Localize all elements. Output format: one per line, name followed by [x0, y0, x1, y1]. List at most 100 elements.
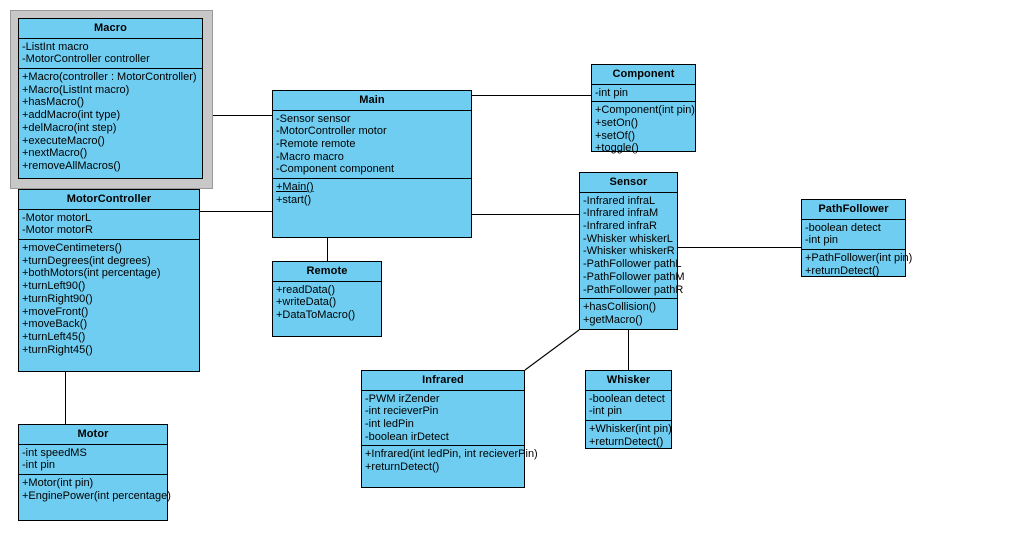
class-methods-main: +Main() +start(): [273, 179, 471, 208]
method: +toggle(): [595, 142, 639, 155]
class-attributes-sensor: -Infrared infraL -Infrared infraM -Infra…: [580, 193, 685, 300]
uml-class-infrared[interactable]: Infrared -PWM irZender -int recieverPin …: [361, 370, 538, 488]
attribute: -Motor motorR: [22, 224, 93, 237]
method: +turnRight90(): [22, 292, 93, 305]
method: +EnginePower(int percentage): [22, 489, 171, 502]
uml-class-whisker[interactable]: Whisker -boolean detect -int pin +Whiske…: [585, 370, 672, 449]
class-methods-macro: +Macro(controller : MotorController) +Ma…: [19, 69, 202, 175]
attribute: -MotorController controller: [22, 53, 150, 66]
uml-class-main[interactable]: Main -Sensor sensor -MotorController mot…: [272, 90, 472, 238]
class-methods-whisker: +Whisker(int pin) +returnDetect(): [586, 421, 672, 450]
method: +turnDegrees(int degrees): [22, 254, 151, 267]
method: +turnRight45(): [22, 343, 93, 356]
class-attributes-main: -Sensor sensor -MotorController motor -R…: [273, 111, 471, 180]
method: +setOf(): [595, 129, 636, 142]
class-title-main: Main: [273, 91, 471, 111]
edge-main-component-horizontal: [472, 95, 591, 96]
attribute: -int recieverPin: [365, 405, 439, 418]
method: +moveFront(): [22, 305, 89, 318]
method: +returnDetect(): [365, 461, 440, 474]
method-static: +Main(): [276, 181, 314, 194]
method: +getMacro(): [583, 313, 643, 326]
attribute: -Infrared infraL: [583, 194, 656, 207]
attribute: -Whisker whiskerR: [583, 245, 675, 258]
class-attributes-motorcontroller: -Motor motorL -Motor motorR: [19, 210, 199, 240]
method: +moveBack(): [22, 318, 88, 331]
attribute: -Whisker whiskerL: [583, 232, 673, 245]
class-attributes-infrared: -PWM irZender -int recieverPin -int ledP…: [362, 391, 524, 447]
uml-class-sensor[interactable]: Sensor -Infrared infraL -Infrared infraM…: [579, 172, 685, 330]
method: +readData(): [276, 283, 336, 296]
method: +start(): [276, 193, 312, 206]
class-title-infrared: Infrared: [362, 371, 524, 391]
method: +returnDetect(): [805, 264, 880, 277]
attribute: -Remote remote: [276, 138, 356, 150]
method: +Macro(ListInt macro): [22, 83, 130, 96]
class-attributes-macro: -ListInt macro -MotorController controll…: [19, 39, 202, 69]
attribute: -int pin: [595, 86, 629, 99]
method: +executeMacro(): [22, 134, 105, 147]
method: +hasMacro(): [22, 96, 85, 109]
class-methods-component: +Component(int pin) +setOn() +setOf() +t…: [592, 102, 695, 157]
attribute: -PathFollower pathR: [583, 283, 684, 296]
class-title-sensor: Sensor: [580, 173, 677, 193]
method: +hasCollision(): [583, 301, 657, 314]
class-title-motorcontroller: MotorController: [19, 190, 199, 210]
class-methods-remote: +readData() +writeData() +DataToMacro(): [273, 282, 381, 324]
method: +PathFollower(int pin): [805, 252, 913, 264]
method: +turnLeft90(): [22, 280, 86, 293]
method: +Infrared(int ledPin, int recieverPin): [365, 448, 538, 461]
method: +returnDetect(): [589, 435, 664, 448]
method: +DataToMacro(): [276, 309, 356, 321]
class-title-component: Component: [592, 65, 695, 85]
method: +turnLeft45(): [22, 330, 86, 343]
uml-class-remote[interactable]: Remote +readData() +writeData() +DataToM…: [272, 261, 382, 337]
uml-class-component[interactable]: Component -int pin +Component(int pin) +…: [591, 64, 696, 154]
class-methods-motor: +Motor(int pin) +EnginePower(int percent…: [19, 475, 171, 504]
attribute: -ListInt macro: [22, 40, 89, 53]
class-attributes-whisker: -boolean detect -int pin: [586, 391, 671, 421]
edge-macro-main: [203, 115, 272, 116]
class-methods-infrared: +Infrared(int ledPin, int recieverPin) +…: [362, 446, 538, 475]
attribute: -boolean detect: [805, 221, 881, 234]
uml-class-motor[interactable]: Motor -int speedMS -int pin +Motor(int p…: [18, 424, 171, 521]
attribute: -int ledPin: [365, 418, 414, 430]
method: +Motor(int pin): [22, 477, 94, 489]
attribute: -PWM irZender: [365, 392, 440, 405]
class-title-motor: Motor: [19, 425, 167, 445]
attribute: -int pin: [805, 234, 839, 247]
attribute: -Motor motorL: [22, 211, 92, 224]
attribute: -PathFollower pathL: [583, 258, 682, 271]
attribute: -Infrared infraR: [583, 220, 657, 232]
attribute: -Component component: [276, 163, 395, 176]
edge-motorcontroller-motor: [65, 372, 66, 424]
class-title-whisker: Whisker: [586, 371, 671, 391]
class-attributes-pathfollower: -boolean detect -int pin: [802, 220, 905, 250]
edge-main-sensor: [472, 214, 579, 215]
method: +removeAllMacros(): [22, 159, 121, 172]
class-methods-sensor: +hasCollision() +getMacro(): [580, 299, 677, 328]
class-title-macro: Macro: [19, 19, 202, 39]
attribute: -Infrared infraM: [583, 207, 659, 220]
uml-class-pathfollower[interactable]: PathFollower -boolean detect -int pin +P…: [801, 199, 913, 277]
uml-class-motorcontroller[interactable]: MotorController -Motor motorL -Motor mot…: [18, 189, 200, 372]
attribute: -PathFollower pathM: [583, 270, 685, 283]
class-title-pathfollower: PathFollower: [802, 200, 905, 220]
attribute: -boolean irDetect: [365, 430, 449, 443]
edge-main-remote: [327, 238, 328, 261]
class-methods-motorcontroller: +moveCentimeters() +turnDegrees(int degr…: [19, 240, 199, 358]
method: +bothMotors(int percentage): [22, 267, 161, 280]
class-title-remote: Remote: [273, 262, 381, 282]
attribute: -int pin: [589, 405, 623, 418]
method: +addMacro(int type): [22, 109, 121, 122]
edge-sensor-whisker: [628, 330, 629, 370]
attribute: -int speedMS: [22, 446, 87, 459]
method: +delMacro(int step): [22, 121, 117, 134]
uml-class-macro[interactable]: Macro -ListInt macro -MotorController co…: [18, 18, 203, 179]
class-attributes-component: -int pin: [592, 85, 695, 103]
attribute: -boolean detect: [589, 392, 665, 405]
edge-motorcontroller-main: [200, 211, 272, 212]
method: +moveCentimeters(): [22, 242, 122, 254]
edge-sensor-pathfollower: [678, 247, 801, 248]
